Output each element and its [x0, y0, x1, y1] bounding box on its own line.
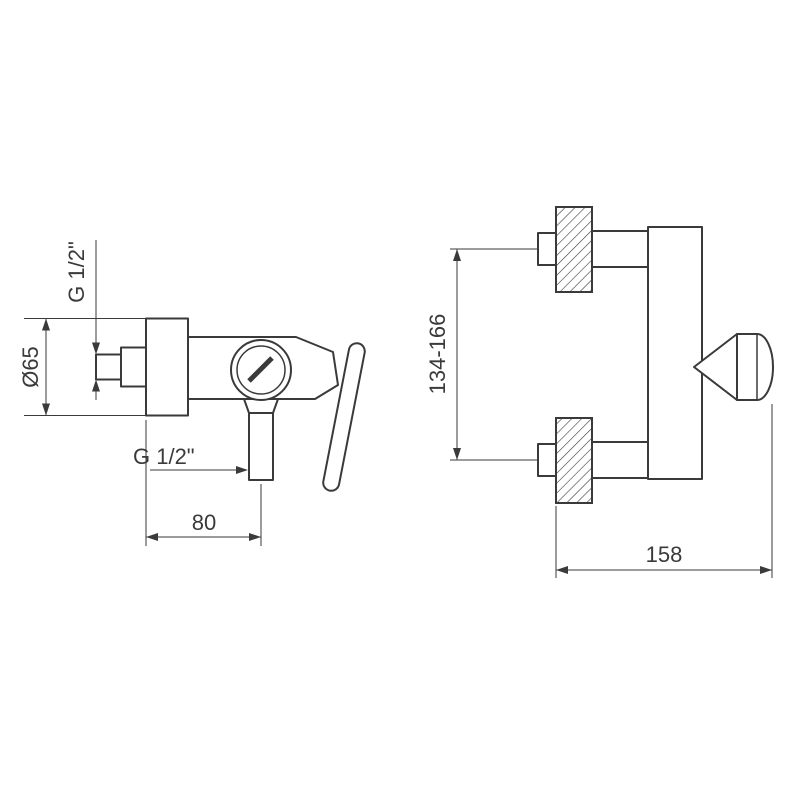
- arrowhead: [556, 566, 568, 574]
- arrowhead: [453, 249, 461, 261]
- arrowhead: [42, 403, 50, 416]
- top-wall-flange: [555, 206, 593, 293]
- dim-inlet-thread: G 1/2": [64, 240, 100, 400]
- arrowhead: [760, 566, 772, 574]
- dim-outlet-thread: G 1/2": [133, 444, 248, 474]
- lever-handle: [322, 342, 366, 492]
- dim-label-outlet-thread: G 1/2": [133, 444, 195, 469]
- arrowhead: [92, 342, 100, 355]
- dim-label-inlet-thread: G 1/2": [64, 241, 89, 303]
- bottom-wall-flange: [555, 417, 593, 504]
- arrowhead: [236, 466, 248, 474]
- dial-inner-circle: [236, 345, 286, 395]
- inlet-nipple-side: [95, 353, 122, 381]
- dim-label-connection-spacing: 134-166: [425, 314, 450, 395]
- spout-cap: [736, 333, 774, 401]
- dim-connection-spacing: 134-166: [425, 248, 538, 461]
- dial-slash-mark: [247, 356, 274, 383]
- top-inlet-nipple: [537, 232, 557, 266]
- arrowhead: [453, 448, 461, 460]
- outlet-pipe: [248, 412, 274, 481]
- dim-flange-diameter: Ø65: [18, 318, 146, 416]
- arrowhead: [92, 379, 100, 392]
- dim-label-wall-to-outlet: 80: [192, 510, 216, 535]
- dim-wall-to-outlet: 80: [145, 420, 262, 546]
- outlet-nut: [243, 398, 279, 414]
- connector-step: [120, 346, 147, 388]
- wall-flange-side: [145, 317, 189, 417]
- arrowhead: [146, 533, 158, 541]
- arrowhead: [42, 318, 50, 331]
- bottom-inlet-nipple: [537, 443, 557, 477]
- dim-label-overall-width: 158: [646, 542, 683, 567]
- front-view: 134-166 158: [425, 206, 774, 578]
- side-view: Ø65 G 1/2" G 1/2" 80: [18, 240, 366, 546]
- dim-label-flange-diameter: Ø65: [18, 346, 43, 388]
- mixer-body-front: [647, 226, 703, 480]
- arrowhead: [249, 533, 261, 541]
- dim-overall-width: 158: [555, 404, 773, 578]
